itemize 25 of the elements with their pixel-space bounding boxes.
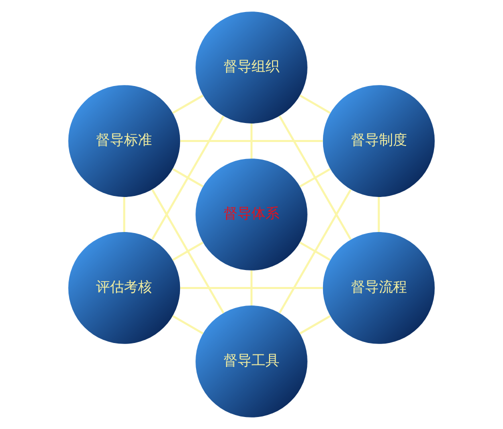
node-circle: 督导体系 bbox=[196, 158, 308, 270]
connector bbox=[299, 168, 331, 188]
connector bbox=[378, 197, 380, 232]
connector bbox=[250, 270, 253, 306]
connector bbox=[250, 124, 253, 159]
node-circle: 督导组织 bbox=[196, 12, 308, 124]
connector bbox=[151, 189, 224, 314]
connector bbox=[123, 197, 126, 232]
node-circle: 督导标准 bbox=[68, 85, 180, 197]
connector bbox=[278, 116, 352, 240]
node-circle: 督导制度 bbox=[322, 85, 435, 197]
connector bbox=[299, 94, 331, 114]
connector bbox=[172, 168, 204, 188]
connector bbox=[151, 116, 224, 240]
node-circle: 督导流程 bbox=[322, 232, 435, 344]
connector bbox=[172, 242, 204, 261]
connector bbox=[180, 286, 323, 290]
connector bbox=[278, 189, 352, 314]
connector bbox=[300, 315, 331, 334]
node-circle: 督导工具 bbox=[196, 306, 308, 418]
connector bbox=[299, 242, 331, 261]
connector bbox=[172, 94, 204, 114]
node-circle: 评估考核 bbox=[68, 232, 180, 344]
connector bbox=[172, 315, 204, 334]
connector bbox=[180, 140, 323, 142]
